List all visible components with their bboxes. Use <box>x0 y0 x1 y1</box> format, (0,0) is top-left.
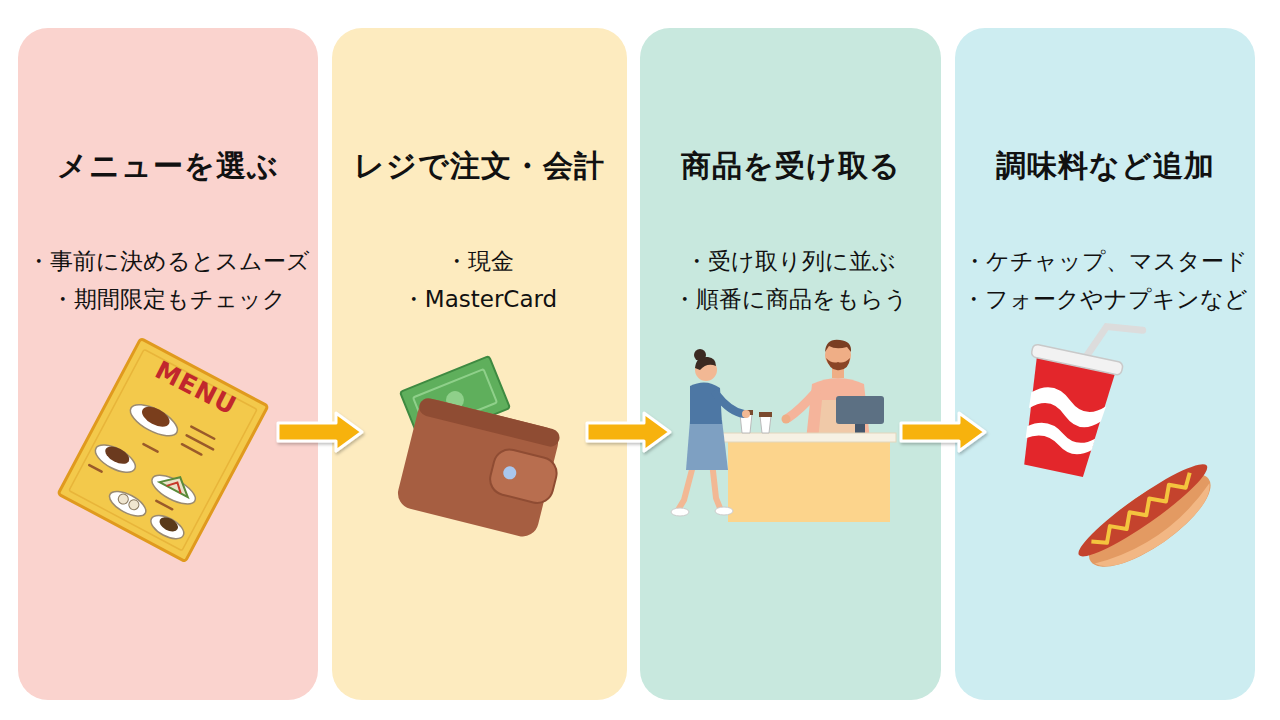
step-bullet: ・期間限定もチェック <box>0 284 338 314</box>
step-title: メニューを選ぶ <box>0 146 338 187</box>
sandwich <box>160 470 195 497</box>
counter-top <box>722 433 896 442</box>
dumpling <box>117 492 131 506</box>
customer-shoe <box>715 507 733 515</box>
food <box>102 443 132 468</box>
sandwich-filling <box>167 479 185 494</box>
step-bullet: ・事前に決めるとスムーズ <box>0 246 338 276</box>
customer-top <box>690 382 722 424</box>
step-title: レジで注文・会計 <box>312 146 647 187</box>
customer-shoe <box>671 508 689 516</box>
customer-bun <box>694 349 706 361</box>
step-bullet: ・現金 <box>312 246 647 276</box>
food <box>157 514 180 534</box>
step-bullet: ・順番に商品をもらう <box>620 284 961 314</box>
step-title: 調味料など追加 <box>935 146 1275 187</box>
plate <box>126 398 182 442</box>
step-bullet: ・ケチャップ、マスタード <box>935 246 1275 276</box>
customer-hand <box>742 410 750 418</box>
clerk-hand <box>782 415 791 424</box>
plate <box>147 511 187 544</box>
step-panel: 商品を受け取る・受け取り列に並ぶ・順番に商品をもらう <box>640 28 941 700</box>
step-bullet: ・受け取り列に並ぶ <box>620 246 961 276</box>
plate <box>91 439 139 477</box>
plate <box>148 470 200 510</box>
register-screen <box>836 396 884 424</box>
customer-skirt <box>686 420 728 470</box>
step-title: 商品を受け取る <box>620 146 961 187</box>
plate <box>106 486 150 521</box>
counter <box>728 440 890 522</box>
step-bullet: ・フォークやナプキンなど <box>935 284 1275 314</box>
dumpling <box>127 498 141 512</box>
menu-lines <box>89 393 218 513</box>
wallet-clasp <box>502 465 518 481</box>
cup-wave <box>1024 419 1097 457</box>
food <box>139 403 173 431</box>
step-bullet: ・MasterCard <box>312 284 647 314</box>
